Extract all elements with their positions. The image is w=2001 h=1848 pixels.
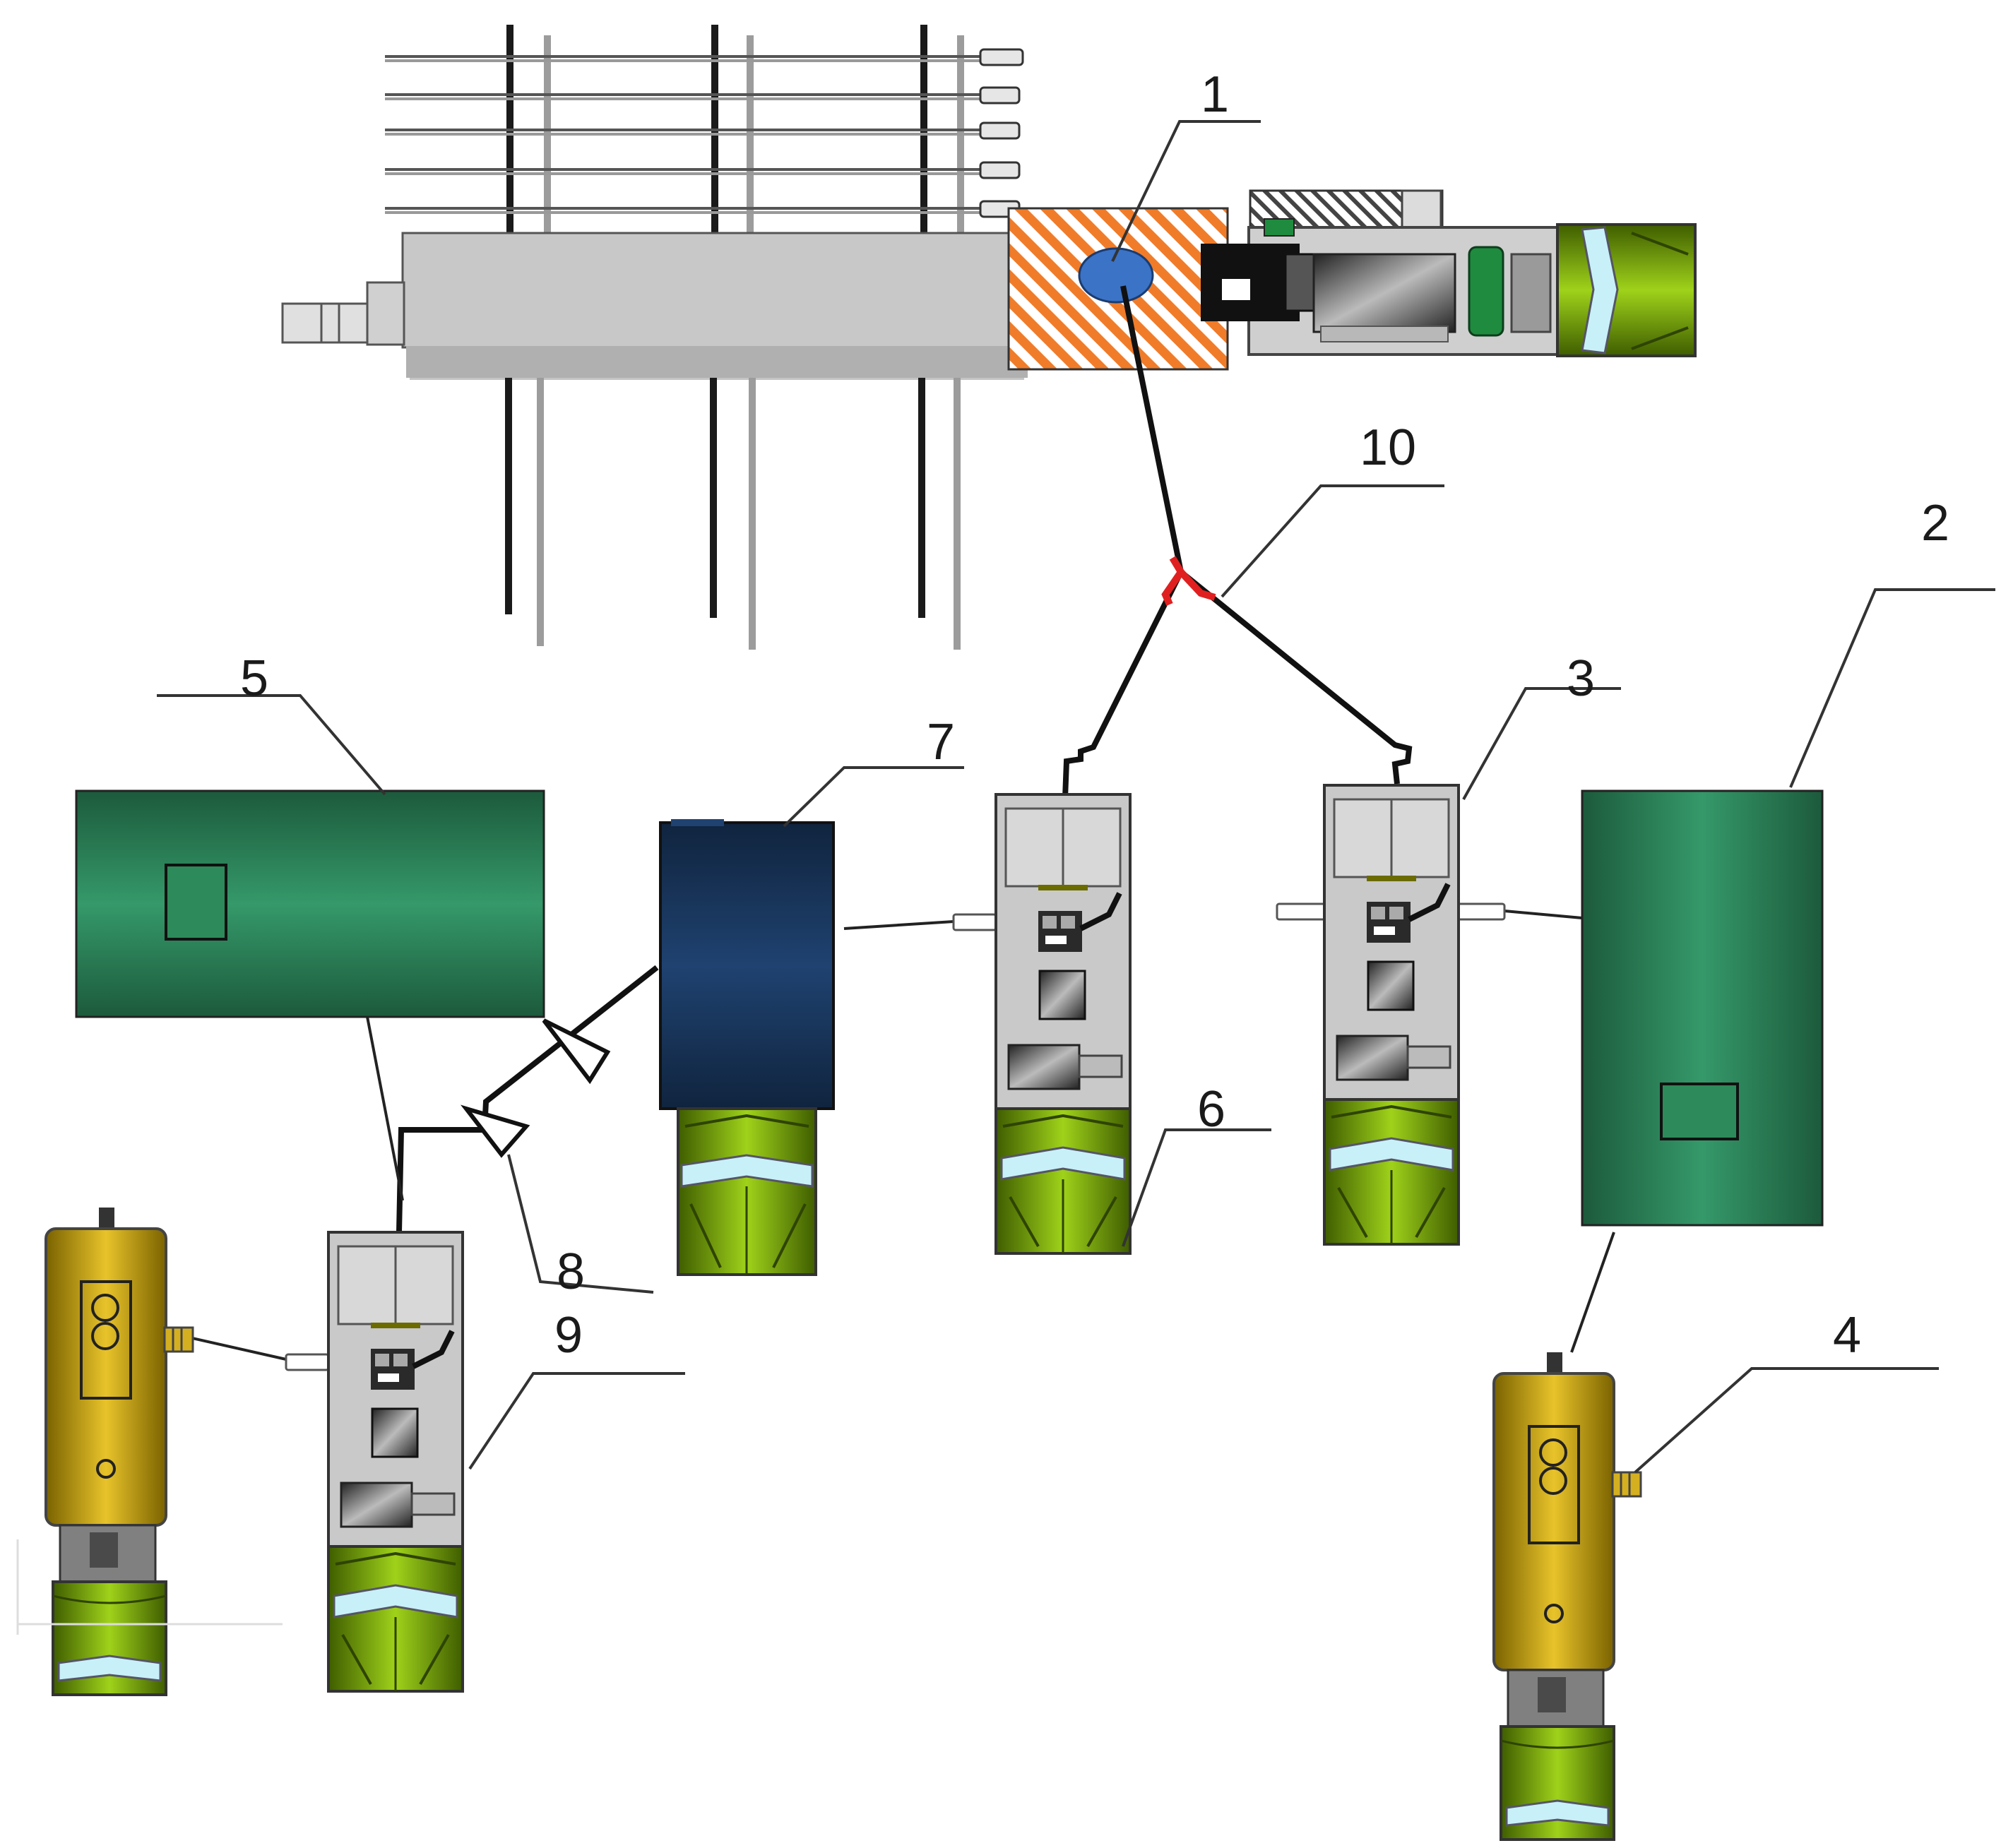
high-pressure-lines [396, 285, 1413, 1233]
label-9: 9 [554, 1307, 583, 1364]
label-10: 10 [1360, 419, 1416, 476]
pump-truck-9 [328, 1232, 463, 1691]
leader-lines [157, 120, 1995, 1474]
label-3: 3 [1567, 650, 1595, 707]
label-7: 7 [927, 714, 955, 770]
blender-7 [659, 819, 835, 1110]
aux-truck-4 [1492, 1351, 1642, 1841]
pump-truck-3 [1324, 785, 1459, 1244]
pump-truck-6 [996, 794, 1130, 1253]
side-pipes [285, 902, 1506, 1371]
tank-2 [1581, 789, 1824, 1227]
label-5: 5 [240, 650, 268, 707]
aux-truck-left [44, 1206, 194, 1696]
y-joint [1161, 556, 1216, 606]
label-6: 6 [1197, 1081, 1225, 1138]
label-1: 1 [1201, 66, 1229, 123]
label-4: 4 [1833, 1307, 1861, 1364]
label-8: 8 [557, 1244, 585, 1300]
blender-cab [677, 1107, 817, 1276]
valve-symbol [460, 1018, 611, 1158]
wellhead-manifold [281, 25, 1028, 650]
connection-lines [160, 910, 1615, 1361]
top-tractor-unit [1201, 189, 1697, 357]
tank-5 [75, 789, 545, 1018]
wellhead-circle [1078, 247, 1154, 304]
label-2: 2 [1921, 495, 1949, 552]
